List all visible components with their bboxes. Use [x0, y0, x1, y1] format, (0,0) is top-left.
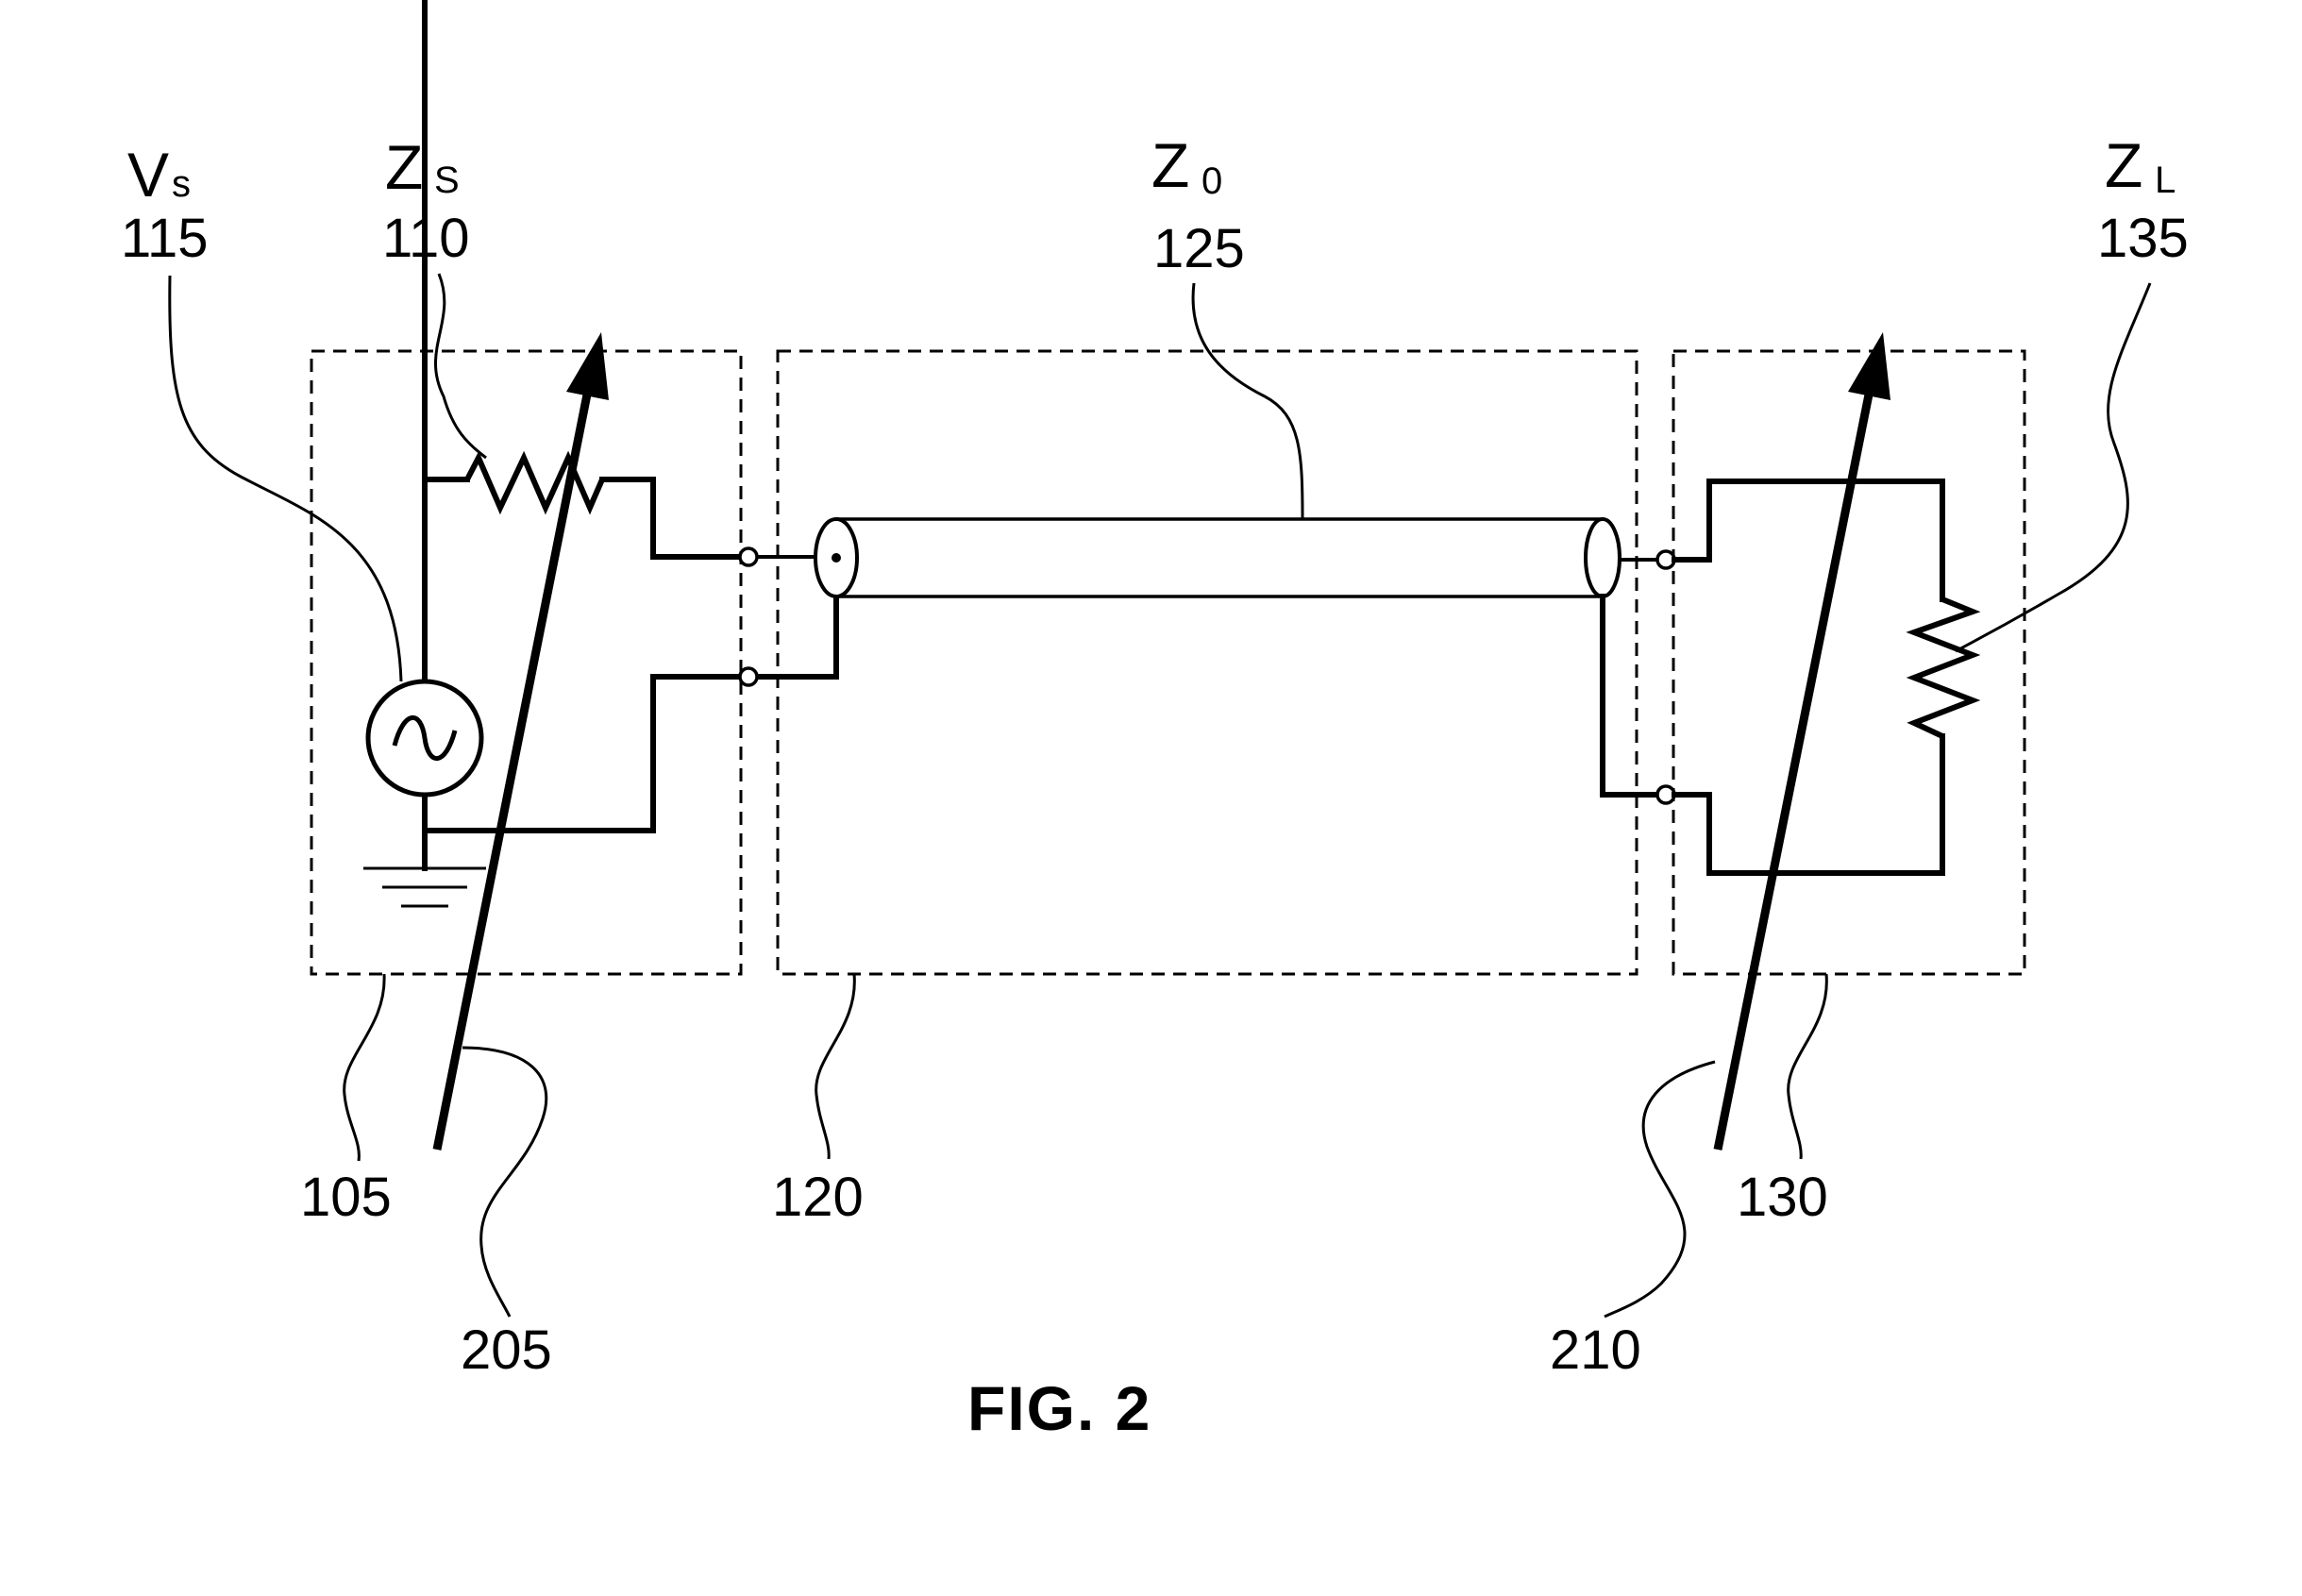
arrow-205 — [432, 332, 609, 1151]
terminal-left-bottom — [738, 666, 759, 687]
coax-right-end — [1584, 517, 1621, 598]
leader-130 — [1787, 973, 1828, 1160]
line-block-120 — [776, 349, 1638, 976]
label-z0: Z — [1151, 130, 1189, 200]
load-block-130 — [1672, 349, 2026, 976]
label-z0-sub: 0 — [1201, 160, 1222, 202]
ref-120: 120 — [772, 1167, 864, 1228]
leader-105 — [343, 973, 386, 1162]
terminal-left-top — [738, 546, 759, 567]
label-zs-sub: S — [434, 160, 460, 201]
ref-115: 115 — [121, 208, 208, 269]
leader-110 — [434, 273, 487, 460]
leader-115 — [168, 275, 403, 682]
leader-205 — [462, 1046, 548, 1318]
ground-icon — [363, 866, 486, 908]
leader-135 — [1955, 282, 2152, 653]
ref-110: 110 — [382, 208, 469, 269]
ref-210: 210 — [1550, 1319, 1641, 1381]
label-zl: Z — [2105, 130, 2142, 200]
ref-105: 105 — [300, 1167, 392, 1228]
leader-210 — [1604, 1060, 1716, 1319]
label-vs: V — [127, 140, 169, 210]
figure-label: FIG. 2 — [967, 1373, 1151, 1443]
label-zs: Z — [385, 132, 423, 202]
sine-wave-icon — [392, 715, 458, 761]
ref-125: 125 — [1153, 218, 1245, 279]
load-circuit — [1672, 479, 1981, 876]
source-resistor — [464, 450, 605, 515]
leader-120 — [815, 973, 856, 1160]
source-circuit — [363, 0, 747, 908]
ref-130: 130 — [1737, 1167, 1828, 1228]
ref-135: 135 — [2097, 208, 2189, 269]
load-resistor — [1906, 596, 1981, 739]
transmission-line — [814, 517, 1676, 805]
label-vs-sub: s — [172, 163, 191, 205]
leader-125 — [1191, 282, 1304, 520]
source-block-105 — [310, 349, 743, 976]
arrow-210 — [1713, 332, 1890, 1151]
ref-205: 205 — [461, 1319, 552, 1381]
label-zl-sub: L — [2155, 160, 2176, 201]
